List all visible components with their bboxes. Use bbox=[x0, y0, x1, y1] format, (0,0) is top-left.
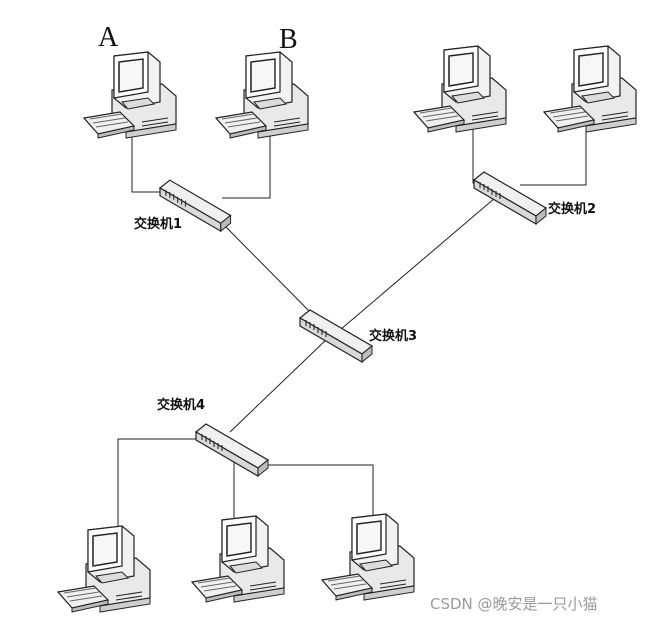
link-s4-pc-5 bbox=[117, 438, 200, 534]
switch-icon-2 bbox=[473, 171, 547, 225]
link-s2-s3 bbox=[339, 197, 496, 331]
switches bbox=[159, 171, 547, 477]
link-s1-s3 bbox=[224, 225, 313, 315]
computer-icon-5 bbox=[57, 525, 151, 613]
computer-icon-a bbox=[83, 51, 177, 139]
computer-icon-3 bbox=[413, 45, 507, 133]
link-s4-pc-7 bbox=[262, 464, 374, 520]
watermark: CSDN @晚安是一只小猫 bbox=[430, 595, 598, 613]
switch-label-2: 交换机2 bbox=[548, 201, 596, 217]
link-s2-pc-4 bbox=[520, 125, 587, 186]
link-s1-pc-b bbox=[222, 125, 271, 199]
switch-icon-4 bbox=[195, 423, 269, 477]
switch-label-4: 交换机4 bbox=[157, 397, 205, 413]
computer-icon-4 bbox=[543, 45, 637, 133]
pc-a-label: A bbox=[98, 22, 119, 53]
link-s3-s4 bbox=[229, 337, 329, 433]
link-s1-pc-a bbox=[131, 135, 168, 193]
computer-icon-6 bbox=[191, 515, 285, 603]
switch-label-3: 交换机3 bbox=[369, 328, 417, 344]
computers bbox=[57, 45, 637, 613]
switch-label-1: 交换机1 bbox=[134, 216, 182, 232]
links bbox=[117, 125, 587, 534]
computer-icon-7 bbox=[321, 513, 415, 601]
computer-icon-b bbox=[215, 51, 309, 139]
pc-b-label: B bbox=[279, 24, 298, 55]
